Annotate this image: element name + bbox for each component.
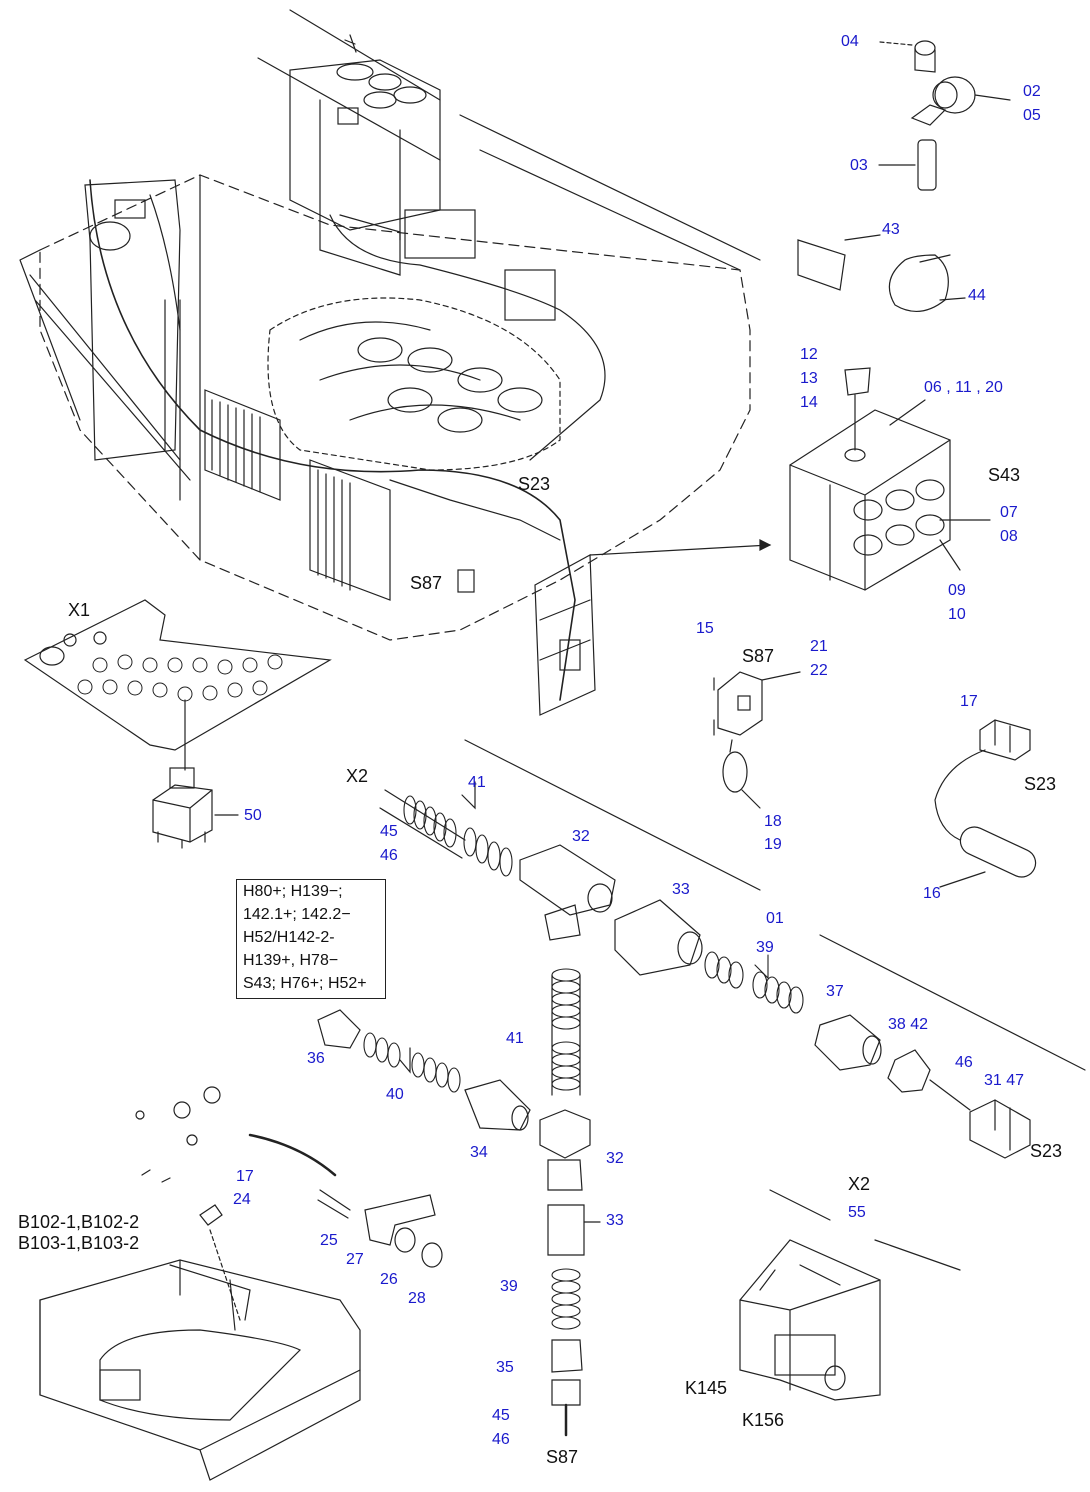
designation-s23-sensor: S23 [1024,774,1057,794]
callout-06-11-20: 06 , 11 , 20 [924,379,1003,396]
designation-k145: K145 [685,1378,728,1398]
callout-12: 12 [800,346,818,363]
callout-34: 34 [470,1144,488,1161]
callout-04: 04 [841,33,859,50]
fuse-board-panel [534,554,596,716]
designation-s87-installed: S87 [410,573,443,593]
fuel-tank [84,179,181,461]
designation-s23-installed: S23 [518,474,551,494]
lower-left-harness [317,1009,531,1131]
callout-18: 18 [764,813,782,830]
callout-08: 08 [1000,528,1018,545]
hydraulic-tank [289,34,441,276]
tee-piece-32-upper [519,844,616,941]
designation-s23-connector: S23 [1030,1141,1063,1161]
callout-55: 55 [848,1204,866,1221]
callout-03: 03 [850,157,868,174]
designation-x2-relay: X2 [848,1174,871,1194]
callout-02: 02 [1023,83,1041,100]
switch-s87-detail [713,671,801,809]
designation-b103: B103-1,B103-2 [18,1233,140,1253]
ignition-switch-50 [152,767,239,849]
connector-s23-lower [969,1099,1031,1159]
designation-s87-detail: S87 [742,646,775,666]
designation-b102: B102-1,B102-2 [18,1212,140,1232]
callout-05: 05 [1023,107,1041,124]
callout-22: 22 [810,662,828,679]
corrugated-39-upper [704,951,804,1014]
fittings-37-38-42 [814,1014,971,1111]
base-plate-assembly [39,1229,361,1481]
connector-33-upper [614,899,703,976]
radiator-block [204,389,391,601]
callout-15: 15 [696,620,714,637]
note-line-2: 142.1+; 142.2− [243,906,351,923]
note-line-3: H52/H142-2- [243,929,335,946]
relay-block-k145-k156 [739,1189,961,1401]
switch-box-s43 [789,367,991,591]
callout-33-lower: 33 [606,1212,624,1229]
callout-40: 40 [386,1086,404,1103]
callout-31-47: 31 47 [984,1072,1025,1089]
circuit-note-box: H80+; H139−; 142.1+; 142.2− H52/H142-2- … [236,879,386,999]
note-line-4: H139+, H78− [243,952,339,969]
wiring-harness [89,179,606,701]
designation-x1: X1 [68,600,91,620]
callout-17-sensor: 17 [960,693,978,710]
callout-46-upper: 46 [380,847,398,864]
x1-terminal-panel [23,599,332,771]
callout-36: 36 [307,1050,325,1067]
callout-33-upper: 33 [672,881,690,898]
callout-45-upper: 45 [380,823,398,840]
callout-25: 25 [320,1232,338,1249]
callout-27: 27 [346,1251,364,1268]
engine-block [267,297,561,471]
callout-13: 13 [800,370,818,387]
callout-41-upper: 41 [468,774,486,791]
sensor-s23-detail [934,719,1037,888]
callout-09: 09 [948,582,966,599]
designation-s87-lower: S87 [546,1447,579,1467]
callout-21: 21 [810,638,828,655]
callout-07: 07 [1000,504,1018,521]
callout-16: 16 [923,885,941,902]
x2-corrugated-tube-upper [379,781,513,877]
designation-x2-harness: X2 [346,766,369,786]
callout-32-upper: 32 [572,828,590,845]
callout-43: 43 [882,221,900,238]
callout-32-lower: 32 [606,1150,624,1167]
note-line-5: S43; H76+; H52+ [243,975,367,992]
vertical-harness-branch [539,968,601,1437]
callout-28: 28 [408,1290,426,1307]
callout-01: 01 [766,910,784,927]
callout-35: 35 [496,1359,514,1376]
callout-14: 14 [800,394,818,411]
note-line-1: H80+; H139−; [243,883,343,900]
designation-k156: K156 [742,1410,785,1430]
callout-38-42: 38 42 [888,1016,929,1033]
callout-19: 19 [764,836,782,853]
designation-s43: S43 [988,465,1021,485]
callout-37: 37 [826,983,844,1000]
callout-39-upper: 39 [756,939,774,956]
callout-10: 10 [948,606,966,623]
callout-26: 26 [380,1271,398,1288]
callout-17-bracket: 17 [236,1168,254,1185]
callout-39-lower: 39 [500,1278,518,1295]
label-43-and-strap-44 [797,234,966,312]
clamp-parts-02-05 [878,40,1011,191]
callout-41-lower: 41 [506,1030,524,1047]
callout-50: 50 [244,807,262,824]
callout-46-right: 46 [955,1054,973,1071]
callout-44: 44 [968,287,986,304]
callout-45-lower: 45 [492,1407,510,1424]
callout-46-lower: 46 [492,1431,510,1448]
machine-housing-outline [19,9,761,641]
sensor-bracket-parts [135,1086,443,1268]
callout-24: 24 [233,1191,251,1208]
s87-switch-installed [457,569,475,593]
